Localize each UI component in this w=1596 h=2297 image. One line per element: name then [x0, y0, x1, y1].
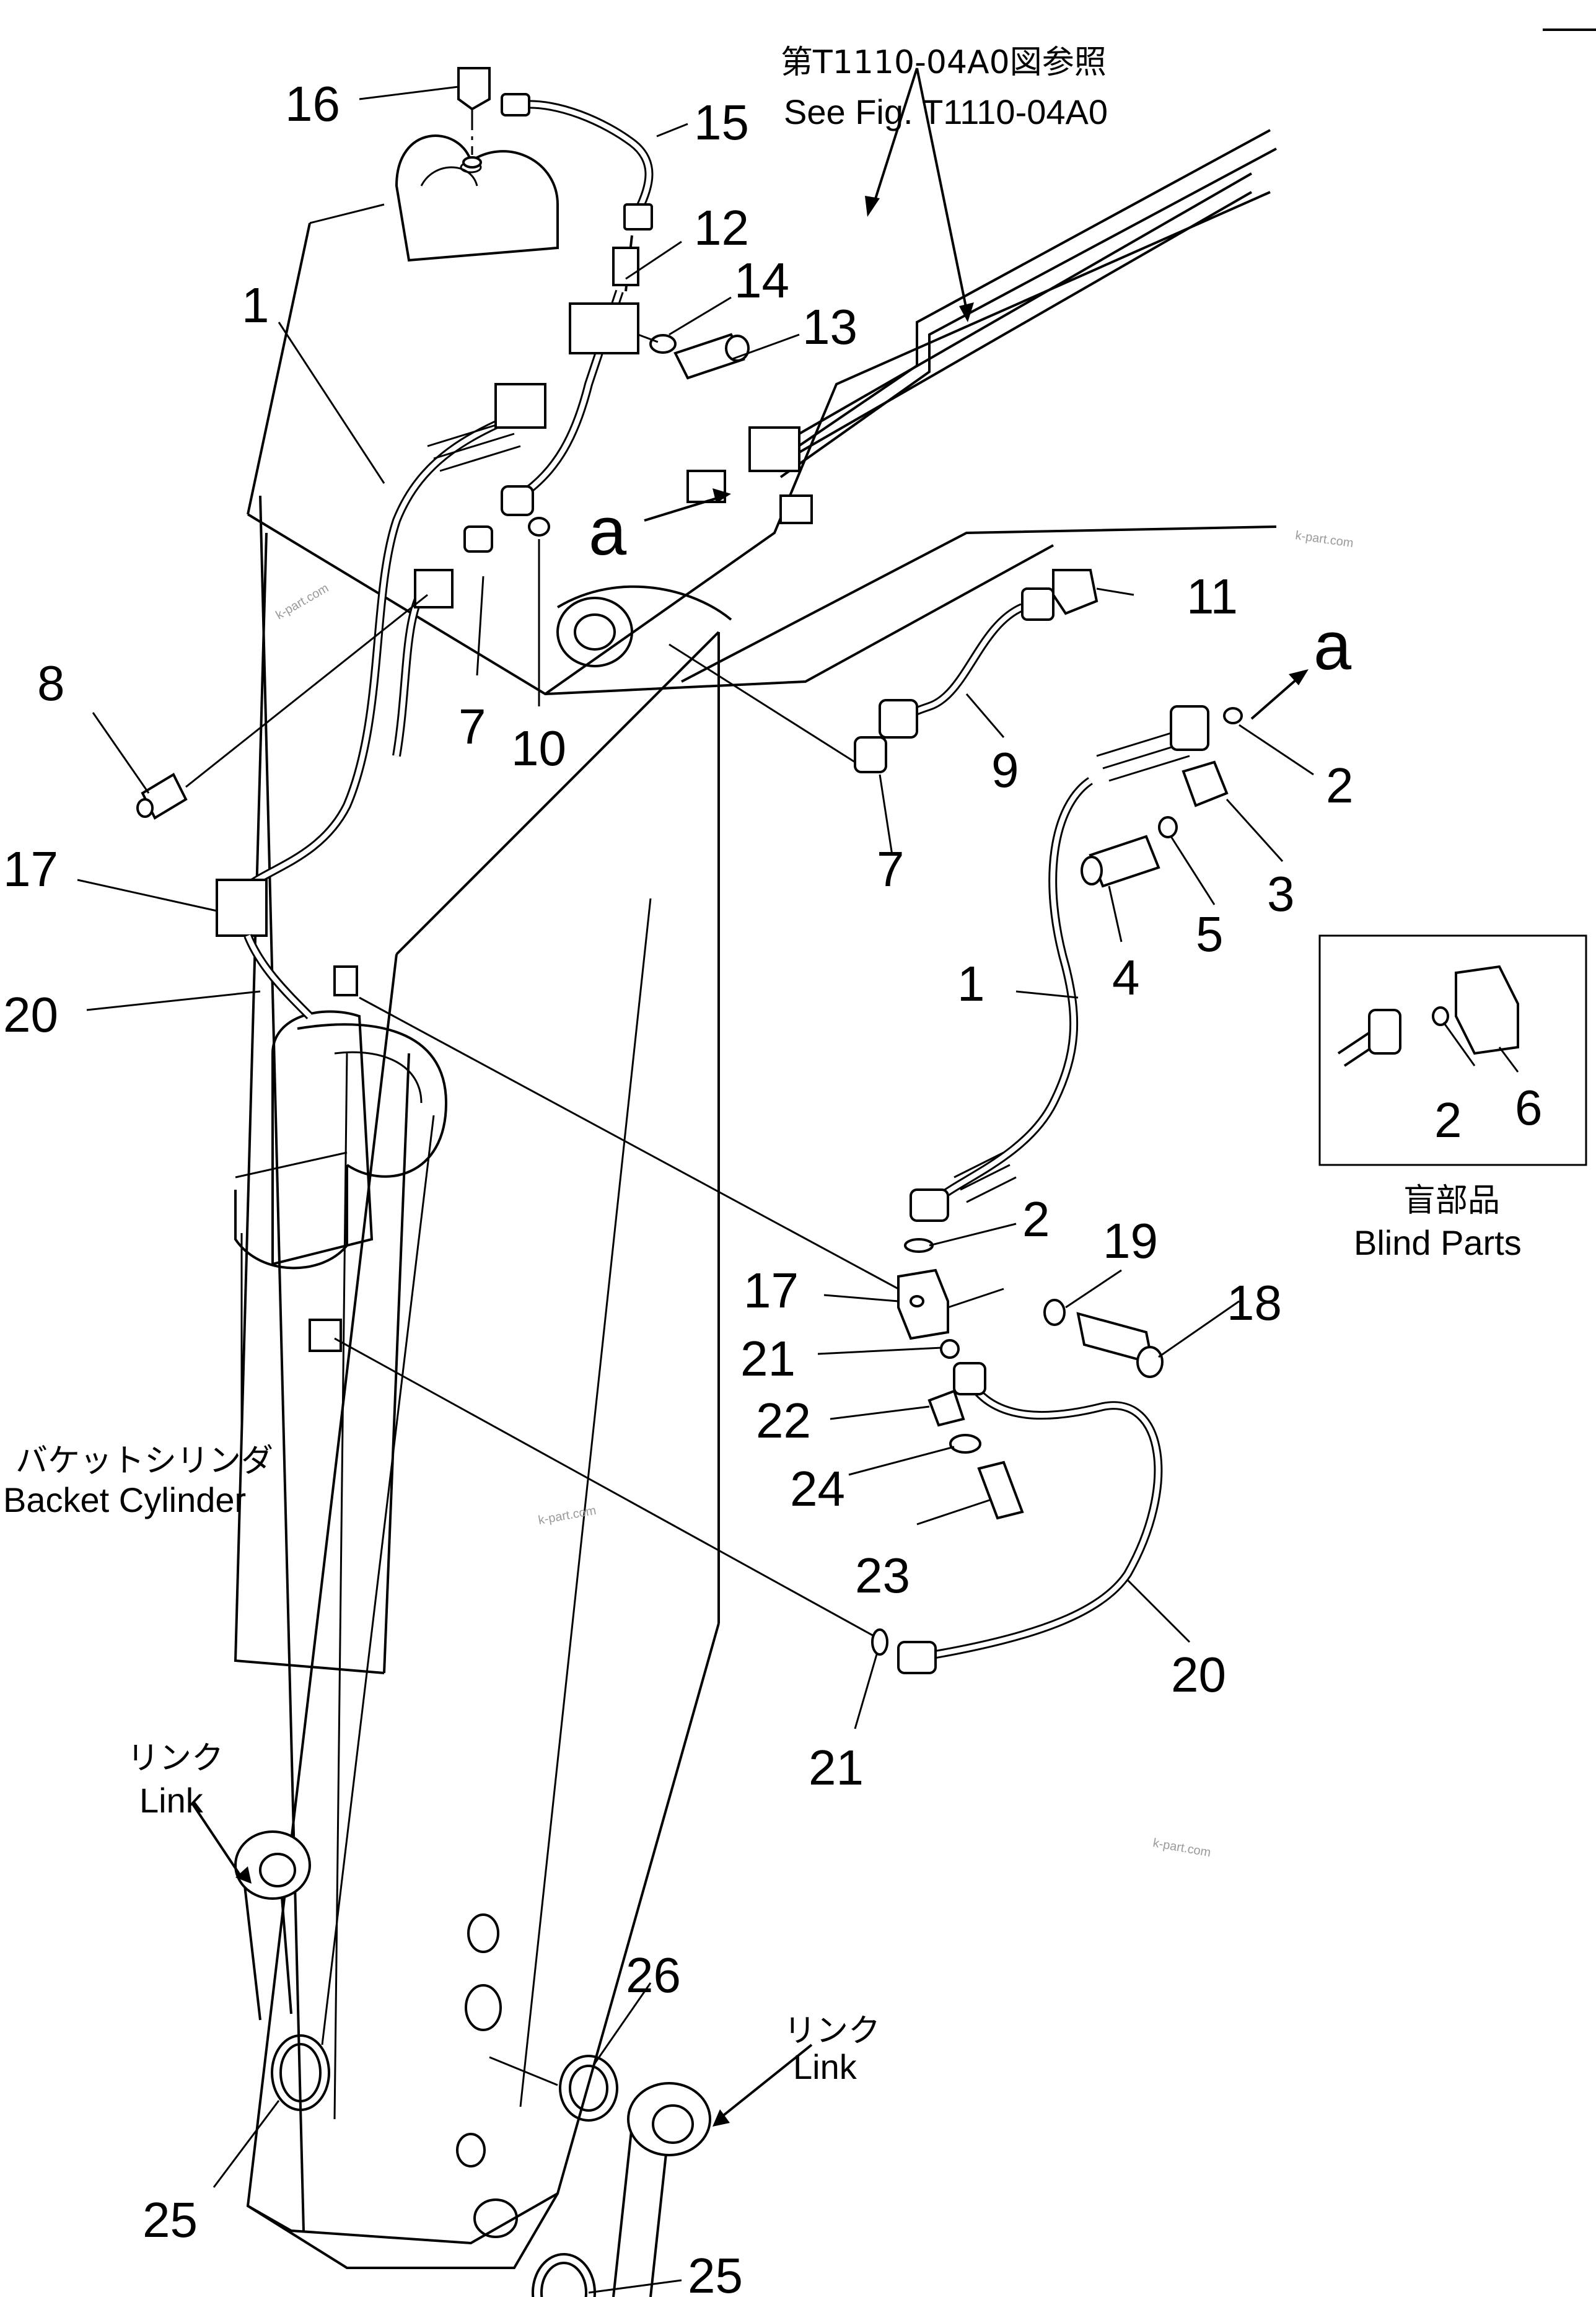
blind-part-2: 2: [1434, 1092, 1462, 1148]
callout-21-lower: 21: [809, 1740, 864, 1795]
callout-12: 12: [694, 200, 749, 255]
link-right-jp: リンク: [784, 2013, 880, 2050]
block-17-assembly: [334, 996, 1164, 1674]
reference-en: See Fig. T1110-04A0: [784, 92, 1108, 131]
callout-3: 3: [1267, 866, 1295, 921]
callout-5: 5: [1196, 907, 1224, 962]
watermark-3: k-part.com: [537, 1504, 597, 1527]
callout-1-right: 1: [957, 956, 985, 1011]
blind-parts-title-jp: 盲部品: [1403, 1182, 1500, 1219]
hose-15-assembly: [457, 67, 654, 292]
callout-15: 15: [694, 95, 749, 150]
bucket-cylinder-drawing: [234, 965, 448, 1352]
blind-parts-box: [1318, 934, 1587, 1166]
reference-jp: 第T1110-04A0図参照: [781, 44, 1107, 81]
grease-fitting-8: [136, 594, 428, 820]
steel-tube-12: [501, 289, 639, 516]
bolt-13: [638, 333, 750, 380]
callout-7-left: 7: [458, 699, 486, 754]
link-left: [234, 1830, 311, 2021]
callout-10: 10: [511, 721, 566, 776]
link-left-jp: リンク: [127, 1740, 224, 1777]
callout-24: 24: [790, 1461, 845, 1516]
blind-parts-title-en: Blind Parts: [1354, 1223, 1522, 1262]
nut-10: [528, 517, 550, 537]
callout-25-left: 25: [142, 2192, 198, 2247]
o-rings: [271, 2034, 618, 2297]
watermark-1: k-part.com: [1294, 529, 1354, 550]
link-left-en: Link: [139, 1781, 204, 1820]
callout-2-mid: 2: [1022, 1192, 1050, 1247]
link-right: [612, 2082, 711, 2297]
callout-25-right: 25: [688, 2248, 743, 2297]
callout-14: 14: [734, 253, 789, 308]
callout-11: 11: [1186, 569, 1238, 624]
callout-4: 4: [1112, 950, 1140, 1005]
callout-18: 18: [1227, 1275, 1282, 1330]
left-hose-assembly: [216, 383, 546, 1019]
link-right-en: Link: [793, 2047, 857, 2086]
section-mark-a-left: a: [589, 493, 627, 569]
callout-22: 22: [756, 1393, 811, 1448]
leader-lines: [77, 68, 1519, 2294]
callout-26: 26: [626, 1948, 681, 2003]
callout-17-left: 17: [3, 841, 58, 897]
callout-16: 16: [285, 76, 340, 131]
callout-17-right: 17: [743, 1263, 799, 1318]
callout-13: 13: [802, 299, 857, 354]
blind-part-6: 6: [1515, 1080, 1543, 1135]
bucket-cylinder-en: Backet Cylinder: [3, 1480, 246, 1519]
callout-8: 8: [37, 656, 65, 711]
callout-21-upper: 21: [740, 1331, 796, 1386]
watermark-4: k-part.com: [1152, 1836, 1212, 1860]
callout-19: 19: [1103, 1213, 1158, 1268]
bucket-cylinder-jp: バケットシリンダ: [15, 1443, 273, 1480]
arm-structure: [234, 134, 1271, 2269]
right-hose-1-assembly: [904, 705, 1243, 1253]
callout-20-right: 20: [1171, 1647, 1226, 1702]
hose-9-assembly: [669, 569, 1098, 773]
callout-20-left: 20: [3, 987, 58, 1042]
callout-2-top: 2: [1326, 758, 1354, 813]
section-mark-a-right: a: [1313, 608, 1352, 684]
callout-23: 23: [855, 1548, 910, 1603]
watermark-2: k-part.com: [274, 581, 331, 622]
upper-pipes: [681, 129, 1277, 683]
callout-1-top: 1: [242, 278, 270, 333]
callout-9: 9: [991, 742, 1019, 797]
callout-7-right: 7: [877, 841, 905, 897]
